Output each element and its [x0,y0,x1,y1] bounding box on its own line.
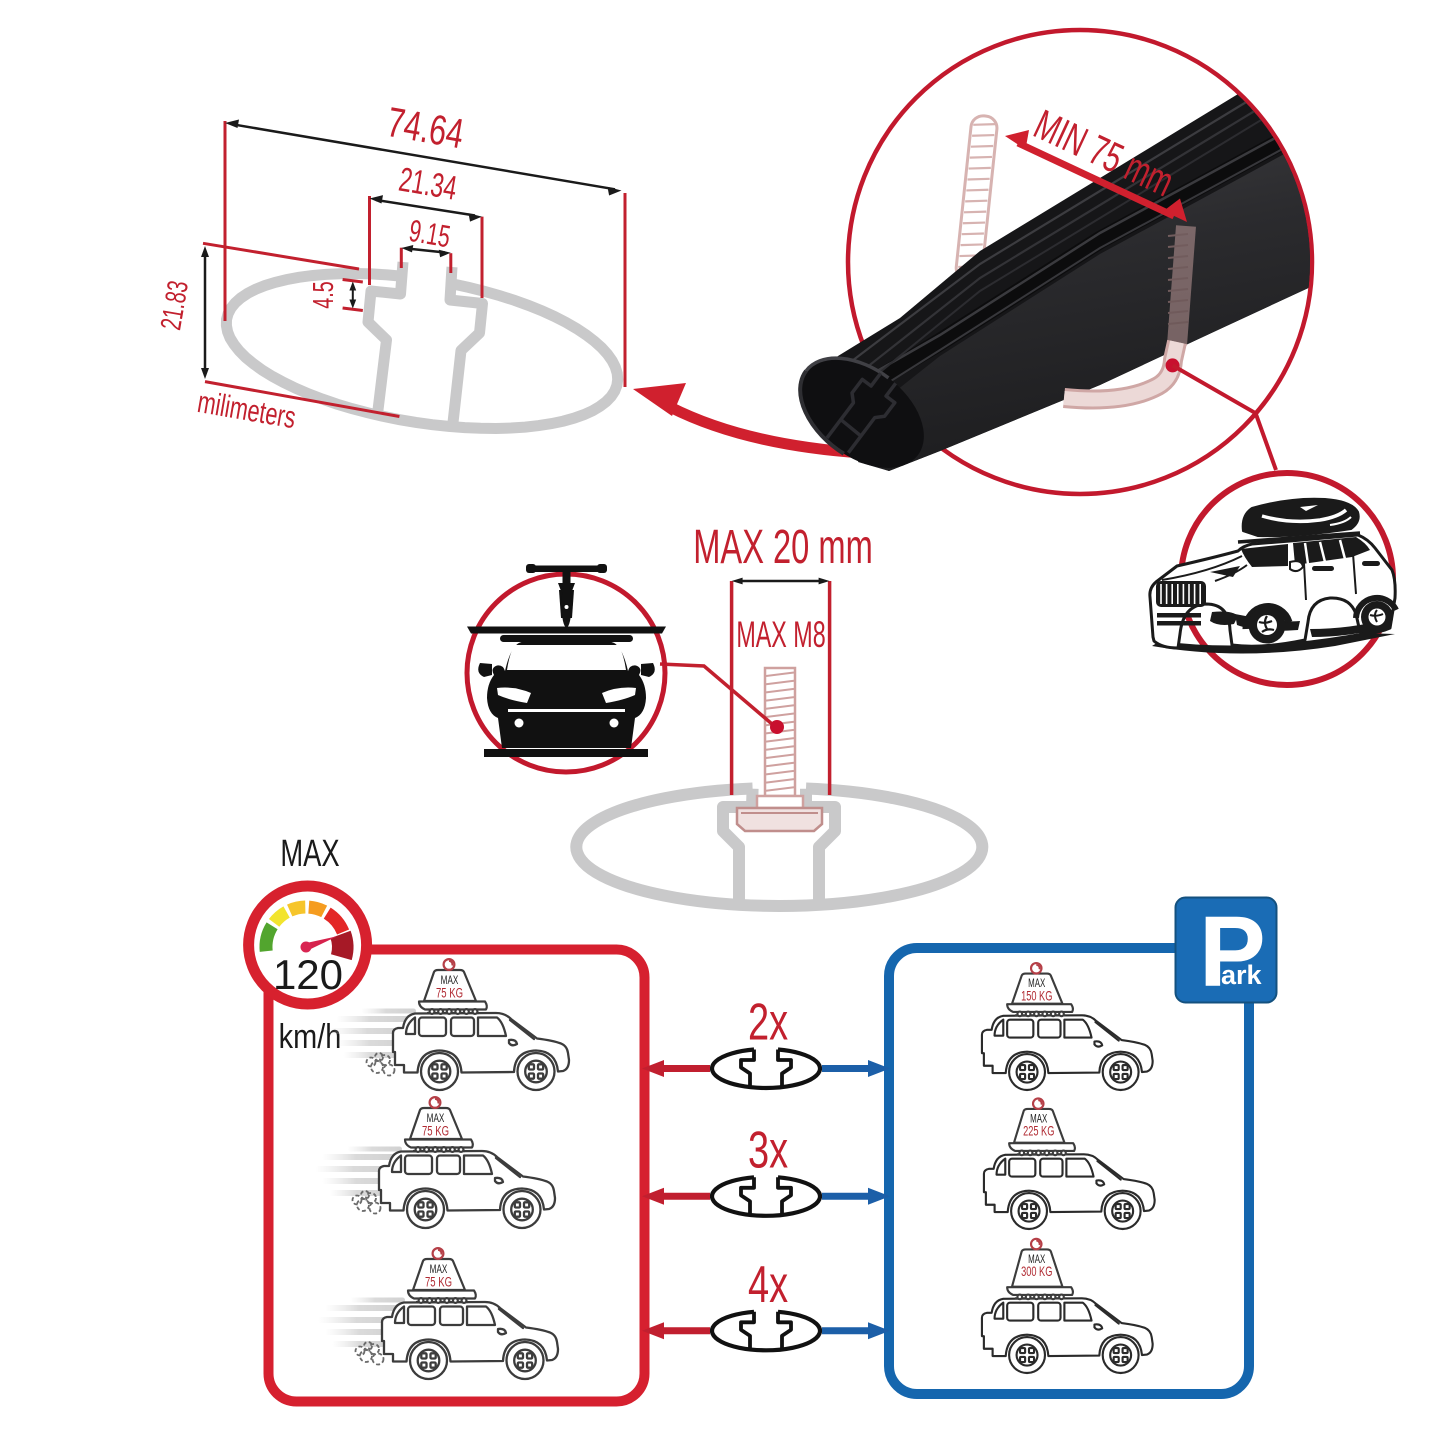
svg-text:9.15: 9.15 [407,213,453,254]
svg-text:120: 120 [273,951,343,998]
svg-text:4.5: 4.5 [308,281,340,308]
svg-text:75 KG: 75 KG [425,1274,452,1290]
svg-text:300 KG: 300 KG [1021,1264,1052,1279]
svg-text:MAX: MAX [280,833,339,875]
svg-text:MAX: MAX [1028,978,1045,991]
svg-text:2x: 2x [748,993,788,1051]
svg-text:MAX: MAX [1030,1113,1047,1126]
svg-text:MAX 20 mm: MAX 20 mm [693,520,872,574]
svg-text:MAX M8: MAX M8 [736,613,825,655]
svg-text:MAX: MAX [441,975,459,988]
svg-text:P: P [1199,896,1266,1008]
svg-text:4x: 4x [748,1255,788,1313]
svg-text:MAX: MAX [427,1113,445,1126]
svg-text:MAX: MAX [1028,1254,1045,1267]
svg-text:MAX: MAX [430,1264,448,1277]
svg-text:225 KG: 225 KG [1023,1124,1054,1139]
svg-text:km/h: km/h [279,1017,342,1056]
svg-text:150 KG: 150 KG [1021,989,1052,1004]
svg-text:3x: 3x [748,1120,788,1178]
svg-text:75 KG: 75 KG [436,985,463,1001]
svg-text:ark: ark [1221,960,1263,990]
svg-text:75 KG: 75 KG [422,1123,449,1139]
